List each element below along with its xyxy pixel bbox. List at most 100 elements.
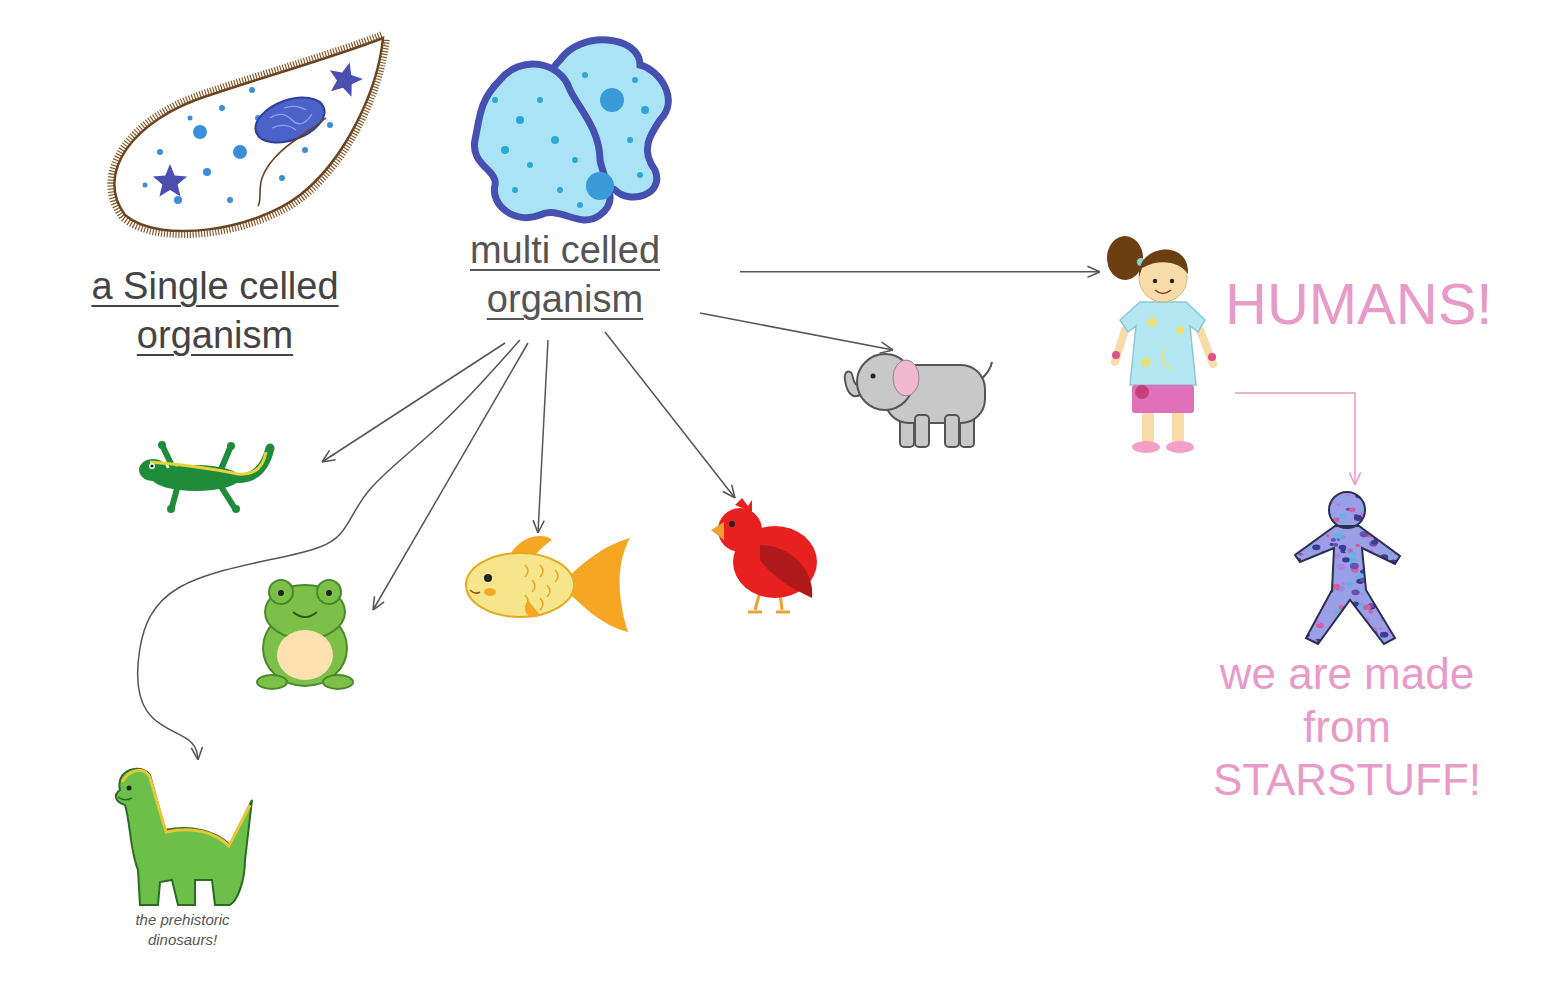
speckle bbox=[1385, 513, 1393, 519]
speckle bbox=[1388, 593, 1395, 598]
speckle bbox=[1291, 523, 1294, 525]
speckle bbox=[1292, 577, 1295, 579]
speckle bbox=[1367, 496, 1374, 501]
cell-cluster-picture-part bbox=[501, 146, 509, 154]
speckle bbox=[1295, 585, 1299, 588]
speckle bbox=[1311, 525, 1319, 530]
connector-arrow bbox=[1235, 393, 1355, 485]
speckle bbox=[1335, 639, 1343, 645]
girl-picture-part bbox=[1153, 279, 1157, 283]
speckle bbox=[1350, 563, 1359, 569]
lizard-picture-part bbox=[232, 505, 240, 513]
cell-cluster-picture-part bbox=[577, 202, 583, 208]
speckle bbox=[1349, 623, 1357, 629]
speckle bbox=[1355, 544, 1360, 547]
speckle bbox=[1396, 599, 1400, 602]
speckle bbox=[1312, 603, 1317, 606]
cell-cluster-picture-part bbox=[527, 162, 533, 168]
connector-arrow bbox=[740, 271, 1100, 273]
fish-picture-part bbox=[466, 553, 574, 617]
fish-picture-part bbox=[525, 600, 540, 617]
speckle bbox=[1333, 631, 1341, 636]
speckle bbox=[1292, 592, 1301, 598]
speckle bbox=[1335, 533, 1340, 537]
speckle bbox=[1370, 568, 1377, 573]
fish-picture-part bbox=[470, 590, 480, 593]
speckle bbox=[1297, 588, 1303, 592]
speckle bbox=[1381, 526, 1386, 530]
speckle bbox=[1393, 624, 1402, 630]
speckle bbox=[1297, 488, 1304, 493]
speckle bbox=[1391, 614, 1398, 619]
dinosaur-picture-part bbox=[116, 769, 252, 905]
pointer-arrows bbox=[322, 313, 893, 610]
speckle bbox=[1336, 503, 1340, 506]
paramecium-picture-part bbox=[302, 147, 308, 153]
girl-picture-part bbox=[1139, 250, 1188, 277]
speckle bbox=[1382, 599, 1390, 604]
humans-label: HUMANS! bbox=[1225, 272, 1525, 336]
elephant-picture-part bbox=[915, 415, 929, 447]
organism-label: a Single celled organism bbox=[50, 262, 380, 361]
elephant-picture-part bbox=[871, 374, 876, 379]
speckle bbox=[1299, 506, 1303, 508]
speckle bbox=[1386, 530, 1393, 535]
speckle bbox=[1391, 497, 1396, 501]
paramecium-picture-part bbox=[258, 118, 326, 206]
speckle bbox=[1326, 535, 1329, 537]
speckle bbox=[1396, 491, 1404, 496]
dinosaur-picture-part bbox=[127, 786, 132, 791]
speckle bbox=[1388, 496, 1393, 499]
speckle bbox=[1365, 640, 1373, 646]
speckle bbox=[1386, 574, 1389, 576]
speckle bbox=[1396, 614, 1403, 619]
speckle bbox=[1381, 490, 1389, 496]
starstuff-node: we are made from STARSTUFF! bbox=[1290, 485, 1405, 650]
speckle bbox=[1293, 577, 1301, 582]
speckle bbox=[1388, 525, 1393, 529]
speckle bbox=[1298, 536, 1305, 541]
speckle bbox=[1397, 500, 1401, 503]
paramecium-picture-part bbox=[249, 89, 330, 151]
speckle bbox=[1305, 497, 1308, 499]
speckle bbox=[1384, 590, 1393, 596]
speckle bbox=[1374, 492, 1379, 495]
lizard-picture-part bbox=[167, 505, 175, 513]
speckle bbox=[1311, 493, 1317, 497]
speckle bbox=[1316, 526, 1323, 531]
speckle bbox=[1342, 557, 1350, 562]
speckle bbox=[1341, 644, 1347, 648]
speckle bbox=[1317, 514, 1322, 518]
speckle bbox=[1303, 520, 1309, 524]
cell-cluster-picture bbox=[474, 40, 668, 220]
frog-picture-part bbox=[278, 590, 284, 596]
speckle bbox=[1305, 539, 1311, 543]
speckle bbox=[1389, 576, 1394, 580]
speckle bbox=[1371, 503, 1378, 508]
frog-picture bbox=[257, 580, 353, 689]
speckle bbox=[1371, 569, 1378, 574]
speckle bbox=[1393, 616, 1397, 619]
speckle bbox=[1363, 634, 1369, 638]
cell-cluster-picture-part bbox=[632, 77, 638, 83]
speckle bbox=[1380, 561, 1388, 566]
speckle bbox=[1368, 610, 1373, 613]
speckle bbox=[1395, 604, 1401, 608]
speckle bbox=[1341, 582, 1345, 585]
speckle bbox=[1294, 609, 1301, 614]
starstuff-figure-part bbox=[1329, 492, 1365, 528]
speckle bbox=[1334, 610, 1339, 614]
speckle bbox=[1302, 596, 1310, 602]
bird-picture bbox=[711, 498, 817, 612]
speckle bbox=[1309, 501, 1314, 504]
speckle bbox=[1293, 622, 1297, 625]
speckle bbox=[1337, 564, 1346, 570]
speckle bbox=[1380, 632, 1388, 638]
speckle bbox=[1378, 504, 1387, 510]
paramecium-picture-part bbox=[219, 105, 225, 111]
speckle bbox=[1360, 592, 1363, 594]
organism-node: multi celled organism bbox=[410, 30, 740, 340]
cell-cluster-picture-part bbox=[582, 72, 588, 78]
